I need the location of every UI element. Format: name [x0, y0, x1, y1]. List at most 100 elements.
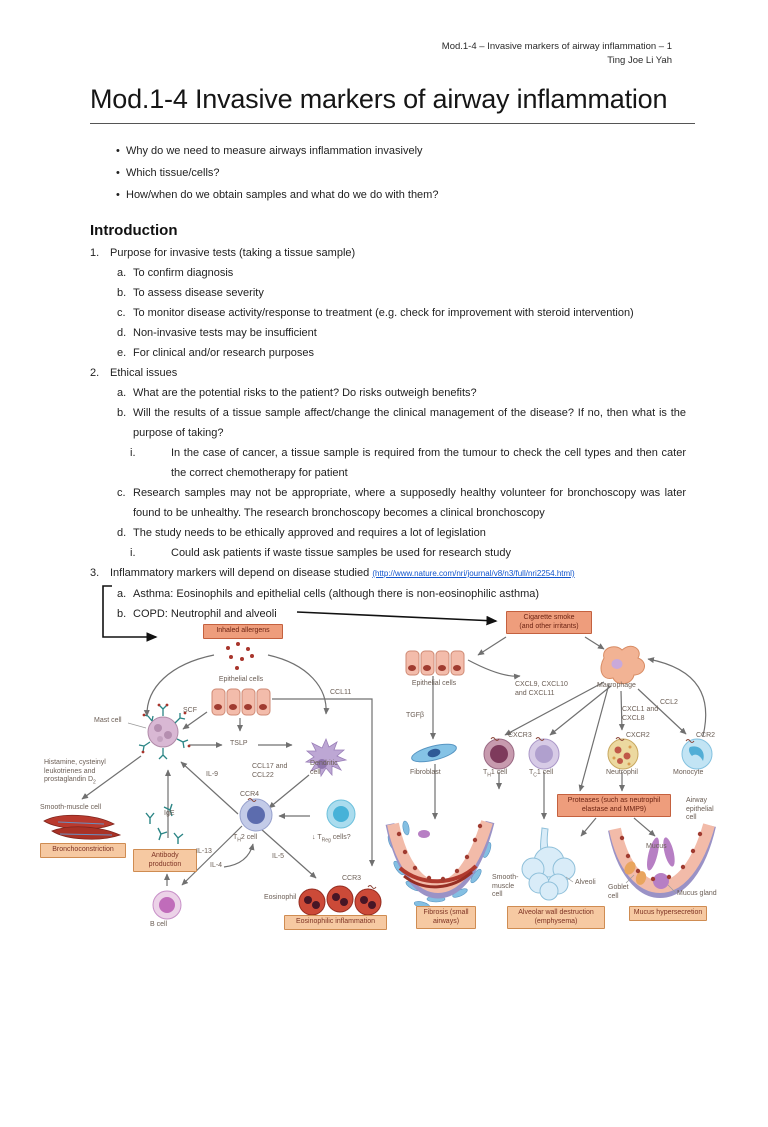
- box-antibody-production: Antibody production: [133, 849, 197, 872]
- macrophage-shape: [600, 645, 645, 685]
- label-fibroblast: Fibroblast: [410, 769, 441, 776]
- label-th2-cell: TH2 cell: [233, 834, 258, 844]
- box-bronchoconstriction: Bronchoconstriction: [40, 843, 126, 858]
- label-airway-epithelial-cell: Airway epithelial cell: [686, 797, 714, 821]
- list-item: b.Will the results of a tissue sample af…: [117, 407, 686, 439]
- label-epithelial-cells-asthma: Epithelial cells: [218, 676, 264, 683]
- label-il13: IL-13: [196, 848, 212, 855]
- pathway-arrows: [81, 636, 707, 886]
- box-cigarette-smoke: Cigarette smoke (and other irritants): [506, 611, 592, 634]
- label-mast-cell: Mast cell: [94, 717, 122, 724]
- diagram-artwork: [43, 585, 716, 920]
- alveoli-shape: [521, 827, 576, 901]
- fibrosis-airway: [385, 820, 495, 909]
- label-alveoli: Alveoli: [575, 879, 596, 886]
- treg-cell-shape: [326, 799, 356, 829]
- smooth-muscle-cell-shape: [43, 814, 122, 840]
- airway-inflammation-diagram: Inhaled allergens Cigarette smoke (and o…: [0, 572, 768, 972]
- receptor-icons: [247, 737, 695, 889]
- list-item: a.Asthma: Eosinophils and epithelial cel…: [117, 588, 540, 600]
- box-proteases: Proteases (such as neutrophil elastase a…: [557, 794, 671, 817]
- label-il5: IL-5: [272, 853, 285, 860]
- label-ige: IgE: [164, 810, 175, 817]
- list-item: b.COPD: Neutrophil and alveoli: [117, 608, 277, 620]
- dendritic-cell: [304, 737, 348, 778]
- label-tslp: TSLP: [230, 740, 248, 747]
- label-smooth-muscle-cell-asthma: Smooth-muscle cell: [40, 804, 102, 811]
- label-neutrophil: Neutrophil: [606, 769, 638, 776]
- label-macrophage: Macrophage: [597, 682, 636, 689]
- mast-cell: [127, 703, 191, 760]
- label-monocyte: Monocyte: [673, 769, 704, 776]
- bullet-item: •Why do we need to measure airways infla…: [116, 140, 686, 162]
- label-ccl17-ccl22: CCL17 and CCL22: [252, 763, 288, 779]
- box-mucus-hypersecretion: Mucus hypersecretion: [629, 906, 707, 921]
- header-line1: Mod.1-4 – Invasive markers of airway inf…: [441, 41, 672, 52]
- annotation-arrow-copd: [296, 611, 498, 626]
- annotation-arrow-asthma: [102, 585, 158, 642]
- list-item: d.Non-invasive tests may be insufficient: [117, 327, 317, 339]
- fibroblast-shape: [411, 743, 457, 763]
- label-histamine: Histamine, cysteinyl leukotrienes and pr…: [44, 759, 106, 786]
- label-epithelial-cells-copd: Epithelial cells: [411, 680, 457, 687]
- label-scf: SCF: [183, 707, 197, 714]
- bullet-list: •Why do we need to measure airways infla…: [116, 140, 686, 206]
- box-fibrosis: Fibrosis (small airways): [416, 906, 476, 929]
- list-item: c.To monitor disease activity/response t…: [117, 307, 634, 319]
- monocyte-shape: [681, 738, 713, 770]
- label-th1-cell: TH1 cell: [483, 769, 508, 779]
- label-il9: IL-9: [206, 771, 219, 778]
- bullet-marker: •: [116, 145, 120, 157]
- label-ccr3: CCR3: [342, 875, 362, 882]
- label-dendritic-cell: Dendritic cell: [310, 760, 338, 776]
- label-goblet-cell: Goblet cell: [608, 884, 629, 900]
- b-cell: [152, 890, 182, 920]
- nature-article-link[interactable]: (http://www.nature.com/nri/journal/v8/n3…: [372, 569, 575, 578]
- list-item: i.In the case of cancer, a tissue sample…: [130, 447, 686, 479]
- th1-cell-shape: [483, 738, 515, 770]
- label-ccr2: CCR2: [696, 732, 716, 739]
- list-item: 2.Ethical issues: [90, 367, 178, 379]
- page-header: Mod.1-4 – Invasive markers of airway inf…: [90, 40, 672, 68]
- label-eosinophil: Eosinophil: [264, 894, 297, 901]
- page-title: Mod.1-4 Invasive markers of airway infla…: [90, 84, 695, 124]
- label-tgfb: TGFβ: [406, 712, 425, 719]
- label-il4: IL-4: [210, 862, 223, 869]
- bullet-item: •How/when do we obtain samples and what …: [116, 184, 686, 206]
- label-ccr4: CCR4: [240, 791, 260, 798]
- bullet-item: •Which tissue/cells?: [116, 162, 686, 184]
- list-item: a.To confirm diagnosis: [117, 267, 234, 279]
- allergen-particles: [226, 642, 254, 670]
- numbered-list: 1.Purpose for invasive tests (taking a t…: [0, 243, 768, 624]
- ige-antibody-icons: [145, 803, 184, 844]
- list-item: a.What are the potential risks to the pa…: [117, 387, 477, 399]
- list-item: 3.Inflammatory markers will depend on di…: [90, 567, 575, 579]
- label-cxcr2: CXCR2: [626, 732, 650, 739]
- epithelial-cells-copd: [405, 650, 465, 676]
- tc1-cell-shape: [528, 738, 560, 770]
- section-heading-introduction: Introduction: [90, 222, 178, 239]
- list-item: i.Could ask patients if waste tissue sam…: [130, 547, 511, 559]
- label-treg-cells: ↓ TReg cells?: [312, 834, 351, 844]
- mucus-airway: [608, 823, 716, 899]
- label-cxcl1-cxcl8: CXCL1 and CXCL8: [622, 706, 659, 722]
- bullet-marker: •: [116, 189, 120, 201]
- neutrophil-shape: [607, 738, 639, 770]
- th2-cell-shape: [239, 798, 273, 832]
- epithelial-cells-asthma: [211, 688, 271, 716]
- label-mucus: Mucus: [646, 843, 667, 850]
- list-item: b.To assess disease severity: [117, 287, 264, 299]
- list-item: c.Research samples may not be appropriat…: [117, 487, 686, 519]
- label-smooth-muscle-cell-copd: Smooth-muscle cell: [492, 874, 519, 898]
- list-item: d.The study needs to be ethically approv…: [117, 527, 486, 539]
- label-cxcr3: CXCR3: [508, 732, 532, 739]
- label-ccl2: CCL2: [660, 699, 678, 706]
- label-cxcl9-10-11: CXCL9, CXCL10 and CXCL11: [515, 681, 568, 697]
- label-b-cell: B cell: [150, 921, 168, 928]
- eosinophil-cells: [298, 885, 382, 916]
- box-eosinophilic-inflammation: Eosinophilic inflammation: [284, 915, 387, 930]
- list-item: 1.Purpose for invasive tests (taking a t…: [90, 247, 356, 259]
- box-inhaled-allergens: Inhaled allergens: [203, 624, 283, 639]
- box-alveolar-wall-destruction: Alveolar wall destruction (emphysema): [507, 906, 605, 929]
- label-tc1-cell: TC1 cell: [529, 769, 554, 779]
